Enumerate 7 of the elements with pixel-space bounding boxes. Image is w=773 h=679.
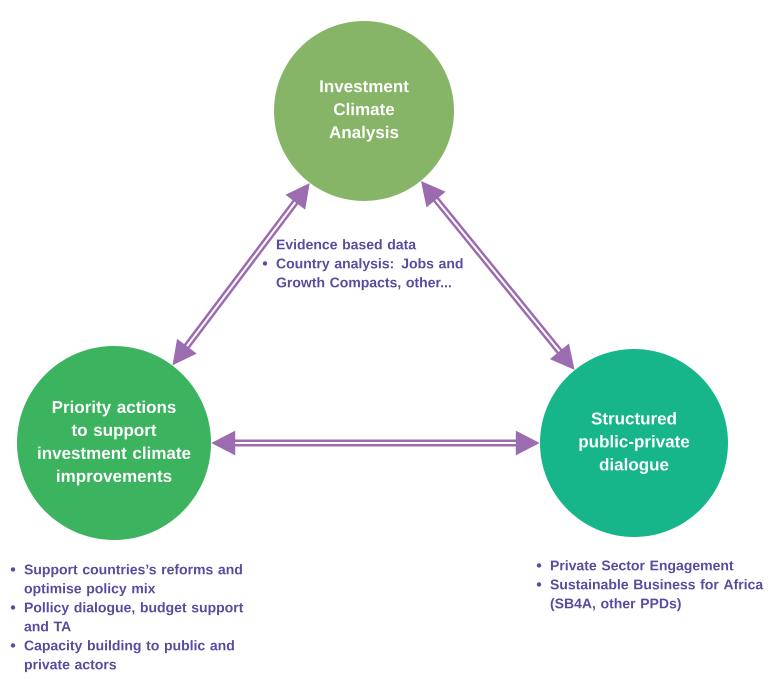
bullet-item: Pollicy dialogue, budget support and TA [10,602,244,632]
bullet-item: Evidence based data [262,239,416,250]
bullet-item: Support countries’s reforms and optimise policy mix [10,564,242,596]
bullet-item: Sustainable Business for Africa (SB4A, other PPDs) [536,579,764,612]
bullet-item: Country analysis: Jobs and Growth Compacts, other... [262,258,463,290]
bullet-item: Private Sector Engagement [536,560,734,574]
bullet-item: Capacity building to public and private actors [10,640,234,672]
